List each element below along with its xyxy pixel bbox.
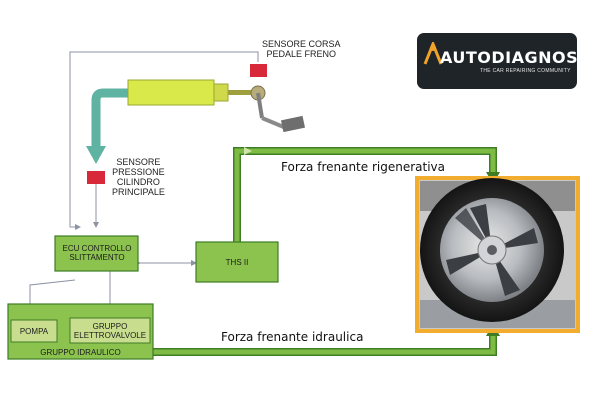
master-pressure-sensor-label: SENSORE PRESSIONE CILINDRO PRINCIPALE [112, 157, 165, 197]
pressure-label-line3: CILINDRO [116, 177, 160, 187]
ecu-label: ECU CONTROLLO SLITTAMENTO [58, 244, 136, 262]
brake-pedal-sensor-label: SENSORE CORSA PEDALE FRENO [262, 39, 341, 59]
wheel-image [415, 176, 580, 333]
ecu-label-line1: ECU CONTROLLO [62, 244, 132, 253]
pressure-label-line4: PRINCIPALE [112, 187, 165, 197]
pressure-label-line2: PRESSIONE [112, 167, 165, 177]
pump-box [10, 319, 58, 343]
hydraulic-force-label: Forza frenante idraulica [221, 330, 364, 344]
ecu-label-line2: SLITTAMENTO [69, 253, 125, 262]
pump-label: POMPA [19, 327, 49, 336]
hydraulic-group-label: GRUPPO IDRAULICO [40, 348, 121, 357]
pressure-label-line1: SENSORE [116, 157, 161, 167]
valve-group-label: GRUPPO ELETTROVALVOLE [70, 322, 150, 340]
ecu-box [54, 235, 139, 272]
valve-label-line2: ELETTROVALVOLE [73, 331, 147, 340]
brake-pedal-sensor-label-line2: PEDALE FRENO [266, 49, 337, 59]
logo-tagline: THE CAR REPAIRING COMMUNITY [480, 68, 571, 74]
master-pressure-sensor [87, 171, 105, 184]
logo-name: AUTODIAGNOSTIC [440, 48, 600, 67]
ths-box [195, 241, 279, 283]
master-cylinder-icon [127, 79, 256, 106]
valve-label-line1: GRUPPO [92, 322, 128, 331]
autodiagnostic-logo [417, 33, 577, 89]
logo-mark-icon [423, 42, 443, 65]
teal-hydraulic-arrow [86, 88, 128, 164]
valve-group-box [69, 317, 151, 344]
pedal-sensor-to-ecu-line [69, 51, 259, 230]
brake-pedal-icon [250, 85, 306, 133]
regen-force-label: Forza frenante rigenerativa [281, 160, 445, 174]
ths-label: THS II [225, 258, 249, 267]
brake-pedal-sensor-label-line1: SENSORE CORSA [262, 39, 341, 49]
brake-pedal-sensor [250, 64, 267, 77]
